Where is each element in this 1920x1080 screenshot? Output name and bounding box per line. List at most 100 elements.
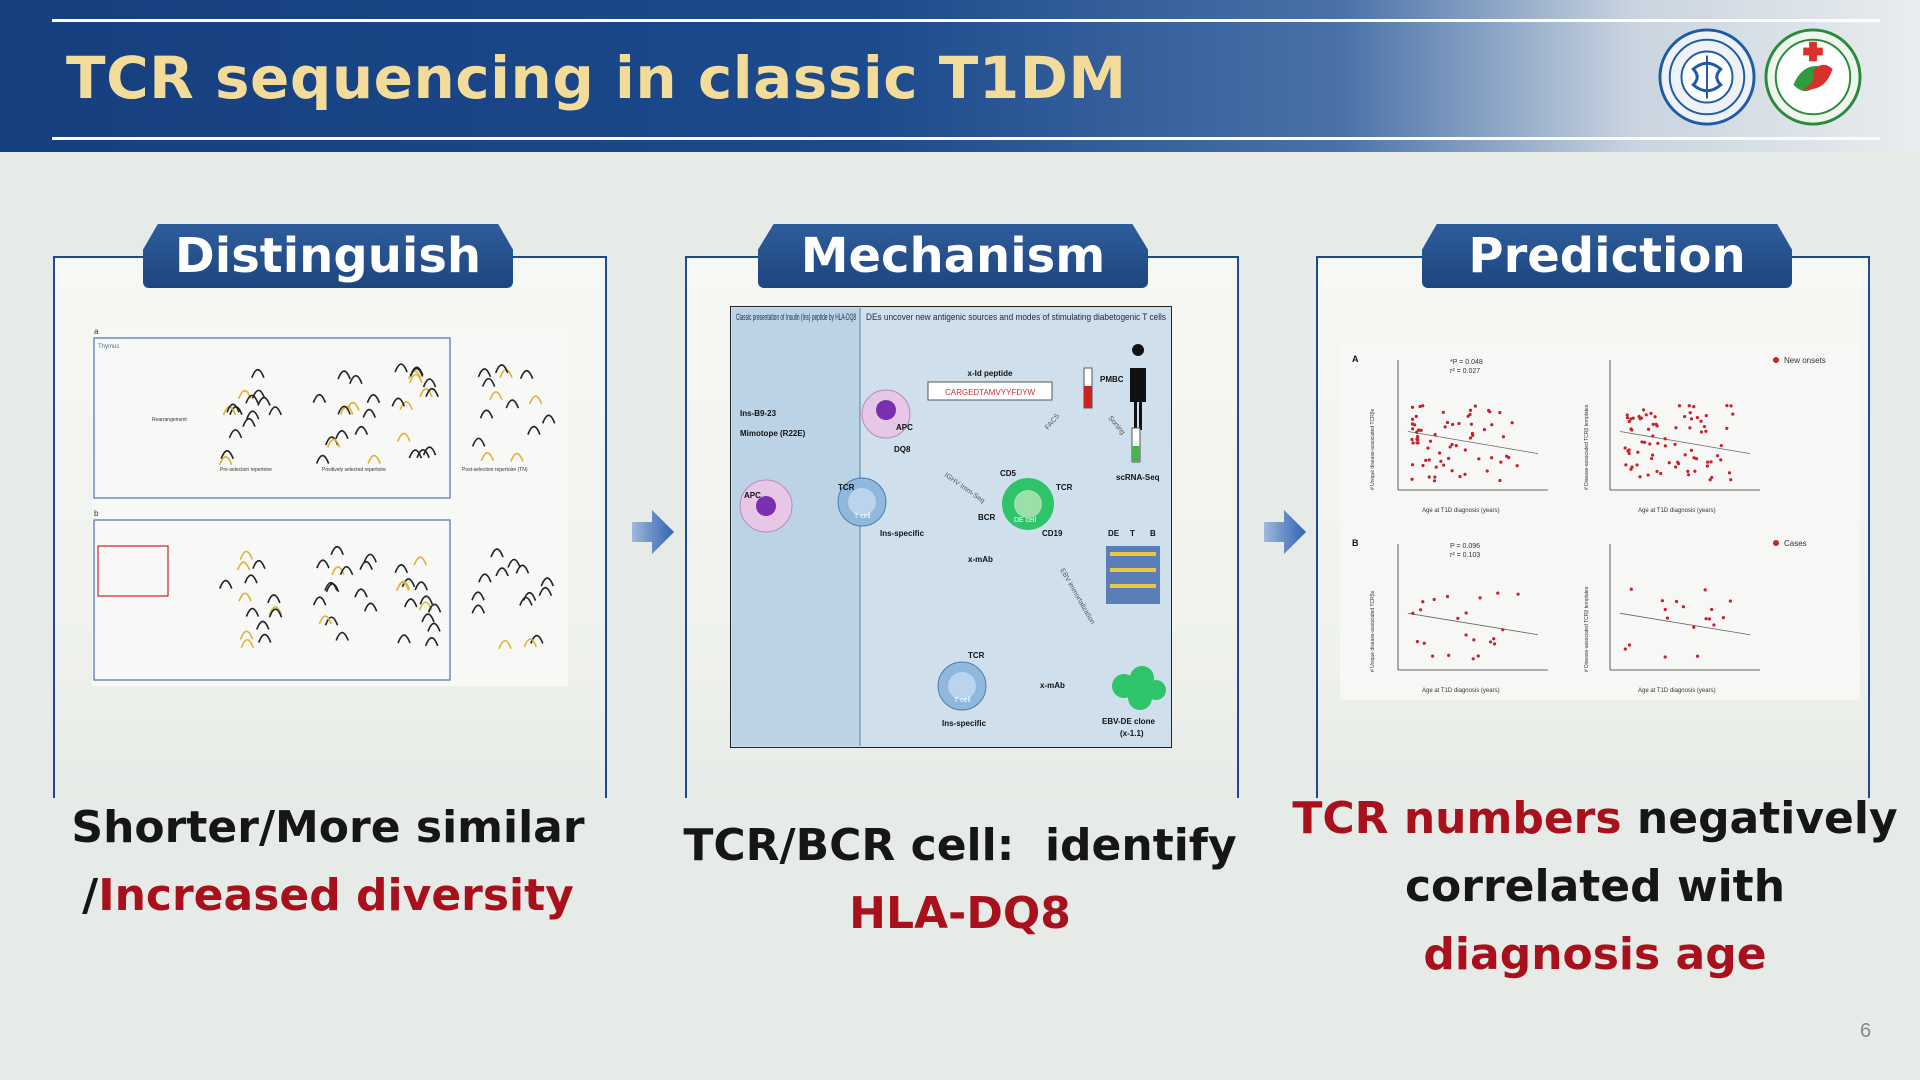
scatter-point: [1501, 435, 1506, 439]
scatter-point: [1434, 465, 1438, 469]
clonotype-arc: [226, 403, 240, 413]
scatter-point: [1432, 479, 1437, 483]
scatter-point: [1499, 460, 1503, 464]
clonotype-arc: [362, 408, 377, 418]
clonotype-arc: [218, 579, 233, 589]
clonotype-arc: [394, 564, 409, 574]
clonotype-arc: [245, 607, 260, 617]
thymus-label: Thymus: [98, 344, 119, 350]
header-divider-bottom: [52, 137, 1880, 140]
scatter-point: [1728, 599, 1732, 603]
tcell-label-bottom: T cell: [954, 697, 971, 704]
panel-a-label: A: [1352, 354, 1359, 364]
clonotype-arc: [268, 608, 283, 618]
scatter-point: [1707, 617, 1712, 621]
scatter-point: [1637, 414, 1641, 419]
clonotype-arc: [363, 553, 377, 563]
scatter-point: [1450, 442, 1454, 447]
clonotype-arc: [218, 456, 233, 466]
scatter-point: [1695, 654, 1700, 658]
caption-distinguish: Shorter/More similar /Increased diversit…: [53, 794, 603, 930]
clonotype-arc: [519, 596, 533, 606]
scatter-point: [1410, 437, 1414, 442]
scatter-point: [1426, 446, 1430, 450]
scatter-point: [1492, 637, 1496, 641]
caption-prediction-line1: TCR numbers negatively: [1290, 785, 1900, 853]
caption-prediction-line2: correlated with: [1404, 861, 1786, 912]
scatter-point: [1681, 605, 1685, 609]
scatter-point: [1663, 655, 1667, 659]
xlabel-b-left: Age at T1D diagnosis (years): [1422, 688, 1500, 694]
scatter-point: [1516, 592, 1520, 596]
clonotype-arc: [318, 615, 333, 625]
emblem-logo-icon: [1658, 28, 1756, 126]
scatter-point: [1719, 458, 1723, 462]
scatter-point: [1674, 599, 1679, 604]
scatter-point: [1692, 456, 1696, 460]
scatter-point: [1515, 464, 1519, 468]
heading-mechanism: Mechanism: [758, 224, 1148, 288]
clonotype-arc: [479, 409, 494, 419]
clonotype-arc: [324, 581, 338, 591]
scatter-point: [1490, 423, 1494, 427]
scatter-point: [1482, 428, 1486, 432]
scatter-point: [1659, 471, 1663, 476]
scatter-point: [1428, 439, 1433, 443]
caption-diagnosis-age: diagnosis age: [1423, 929, 1767, 980]
scatter-point: [1687, 404, 1691, 408]
scatter-point: [1688, 426, 1692, 430]
clonotype-arc: [324, 616, 339, 626]
scatter-point: [1695, 415, 1700, 420]
scatter-point: [1699, 419, 1703, 423]
clonotype-arc: [312, 393, 327, 403]
scatter-point: [1427, 458, 1431, 462]
clonotype-arc: [399, 400, 413, 411]
scatter-point: [1441, 410, 1445, 414]
clonotype-arc: [427, 603, 442, 613]
scatter-point: [1663, 437, 1667, 441]
clonotype-arc: [316, 559, 330, 569]
clonotype-arc: [363, 602, 378, 612]
ins-specific-label-top: Ins-specific: [880, 529, 925, 538]
clonotype-arc: [519, 369, 534, 380]
scatter-point: [1625, 413, 1629, 417]
ylabel-a-left: # Unique disease-associated TCRβs: [1370, 408, 1376, 490]
clonotype-arc: [421, 613, 435, 623]
clonotype-arc: [414, 581, 428, 591]
heatmap-t-label: T: [1130, 529, 1135, 538]
scatter-point: [1501, 628, 1505, 632]
scatter-point: [1464, 633, 1468, 637]
clonotype-arc: [527, 425, 541, 435]
scatter-point: [1450, 469, 1454, 473]
scatter-point: [1447, 653, 1451, 657]
scatter-point: [1458, 475, 1462, 479]
clonotype-arc: [326, 438, 341, 448]
clonotype-arc: [422, 378, 437, 388]
apc-label-left: APC: [744, 491, 761, 500]
clonotype-arc: [359, 560, 373, 570]
clonotype-arc: [515, 564, 530, 574]
clonotype-arc: [425, 387, 439, 397]
regression-line: [1619, 612, 1751, 636]
scatter-point: [1705, 464, 1710, 468]
stats-b-r2: r² = 0.103: [1450, 552, 1480, 559]
clonotype-arc: [404, 598, 418, 608]
scatter-point: [1651, 434, 1655, 438]
scatter-point: [1689, 448, 1694, 452]
pre-selection-label: Pre-selection repertoire: [220, 467, 272, 473]
clonotype-arc: [268, 406, 282, 416]
prediction-figure: A B New onsets Cases *P = 0.048 r² = 0.0…: [1340, 340, 1860, 700]
scatter-point: [1477, 457, 1481, 461]
regression-line: [1407, 612, 1539, 636]
peptide-sequence: CARGEDTAMVYYFDYW: [945, 388, 1036, 397]
clonotype-arc: [530, 634, 544, 644]
scatter-point: [1708, 478, 1712, 482]
scatter-point: [1725, 404, 1729, 408]
scatter-point: [1410, 405, 1415, 409]
scatter-point: [1411, 441, 1415, 445]
clonotype-arc: [335, 631, 349, 641]
scatter-point: [1496, 591, 1500, 595]
scatter-point: [1424, 458, 1428, 462]
scatter-point: [1488, 410, 1492, 414]
scatter-point: [1442, 463, 1446, 467]
